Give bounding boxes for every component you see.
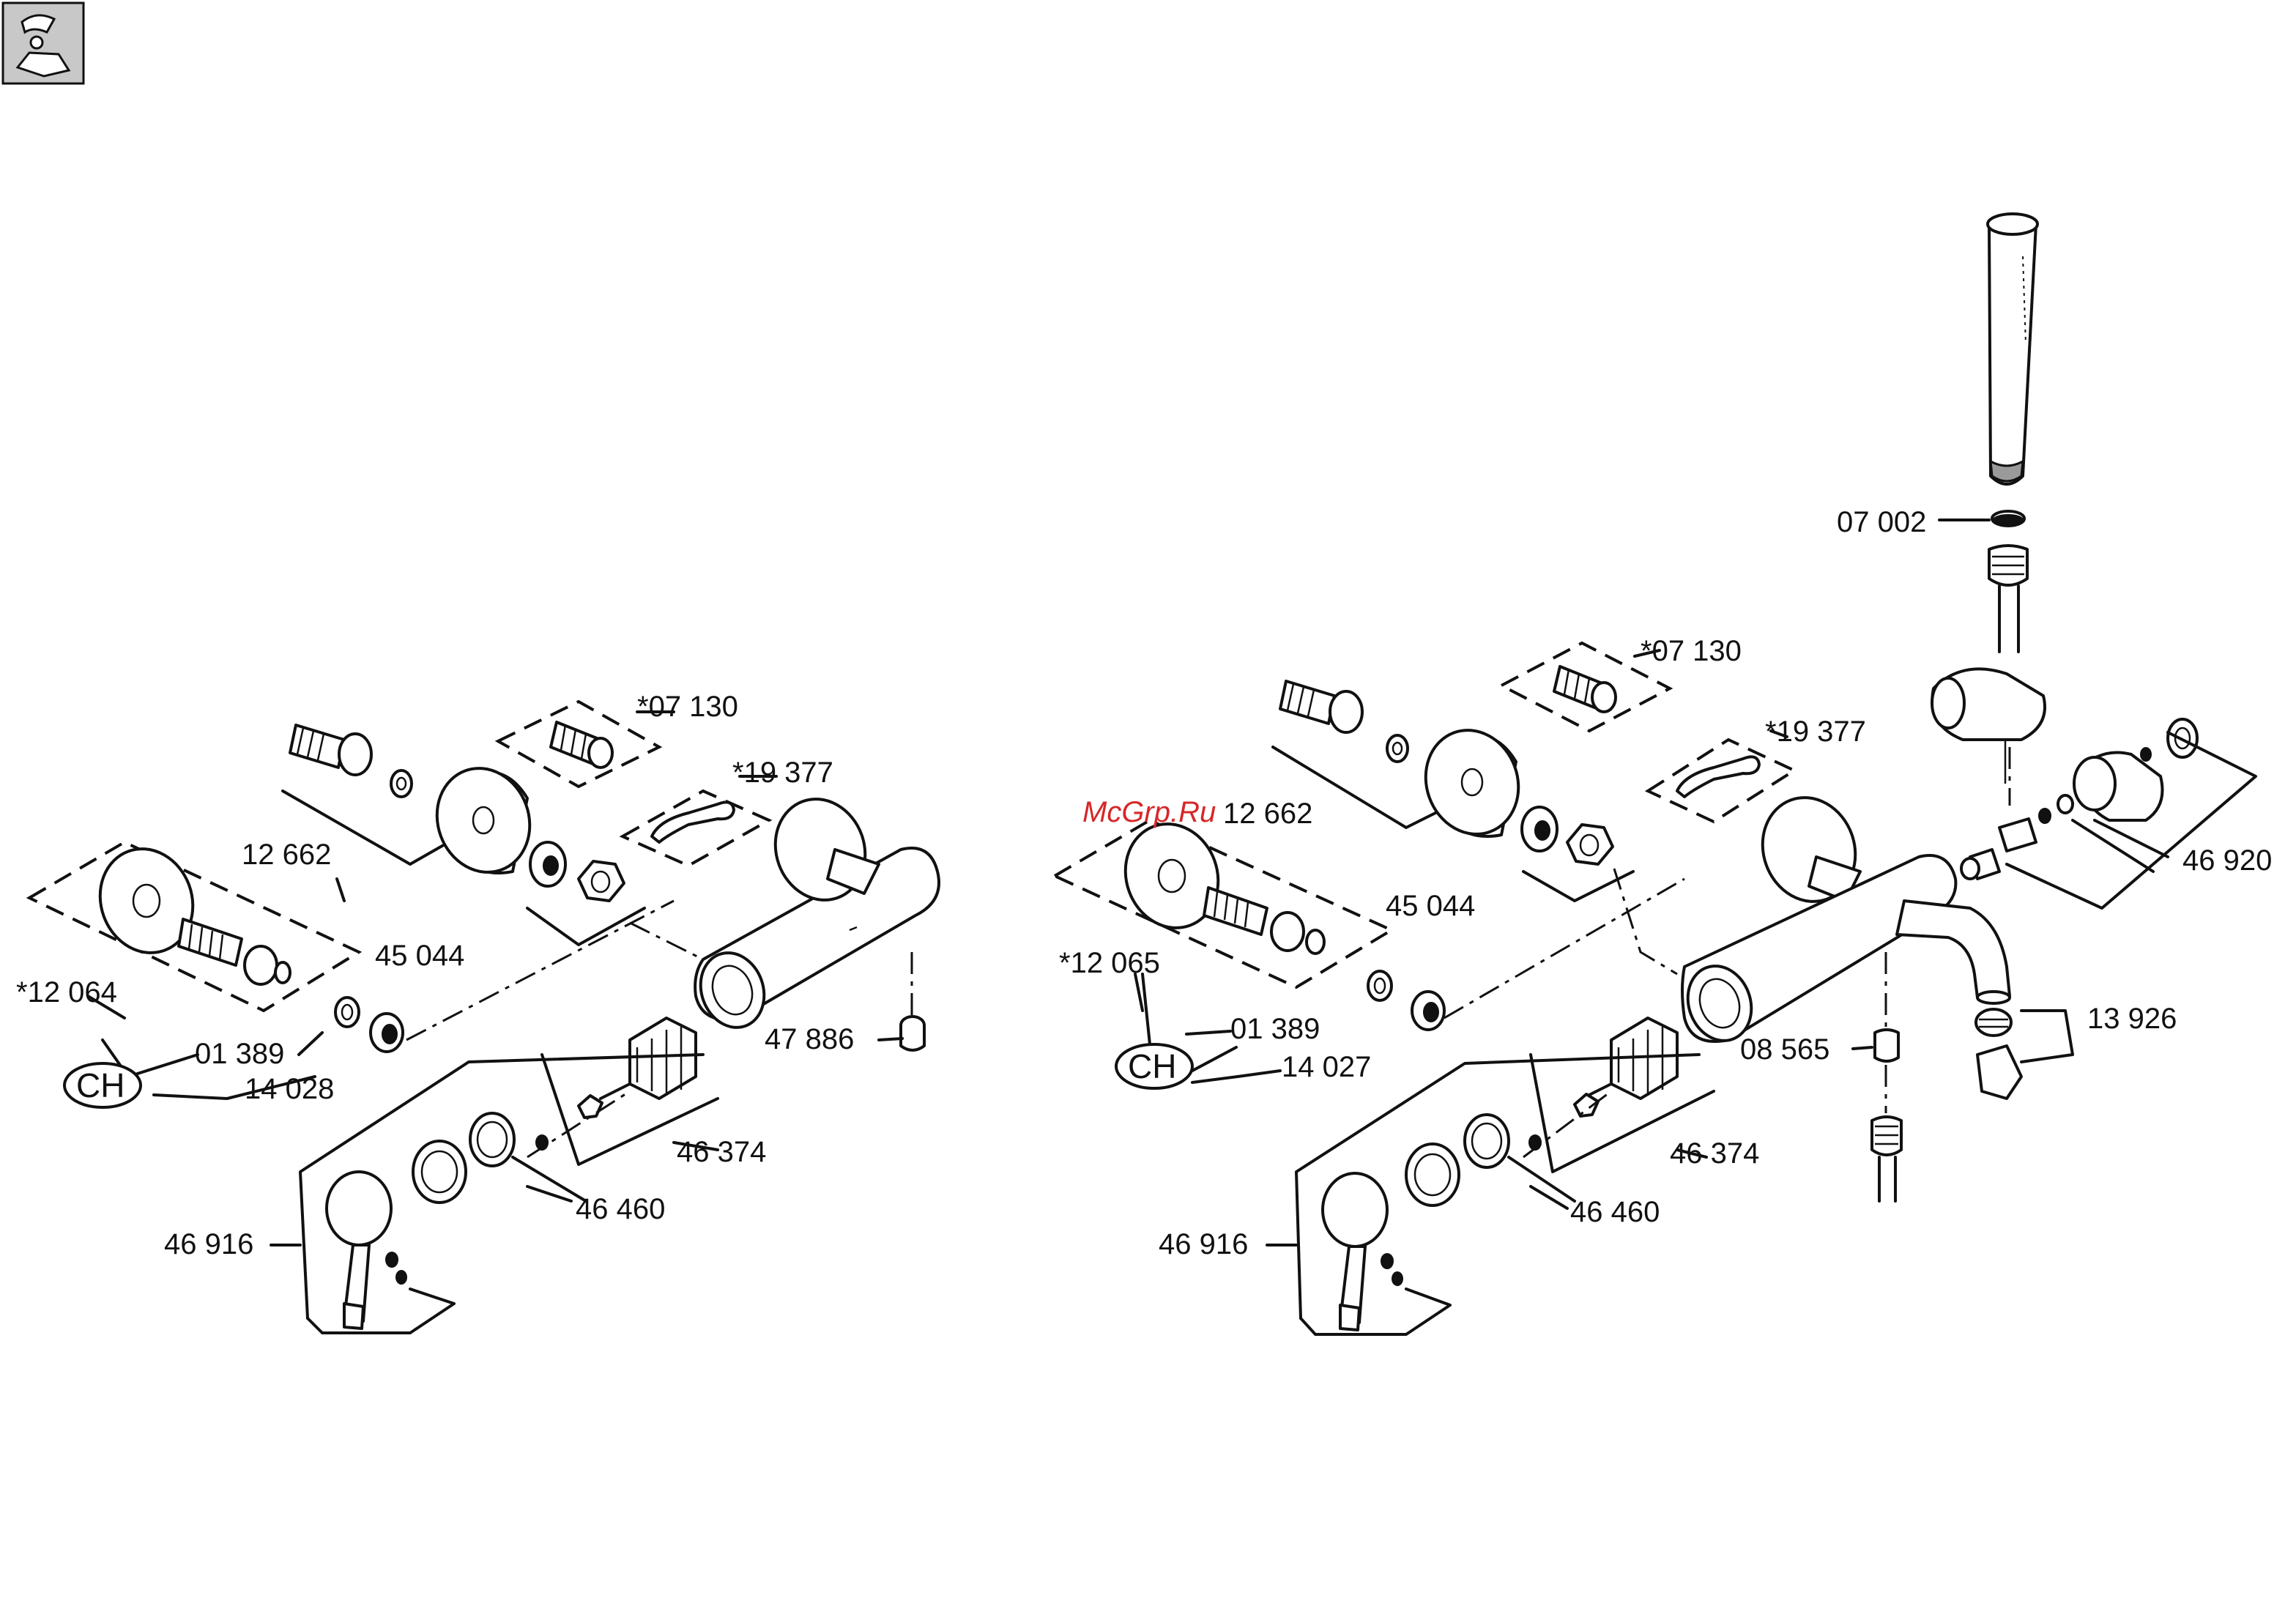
right-label-12662: 12 662 (1223, 798, 1312, 830)
right-label-12065: *12 065 (1059, 947, 1160, 979)
left-label-19377: *19 377 (732, 757, 833, 789)
right-label-46916: 46 916 (1159, 1228, 1248, 1260)
left-label-07130: *07 130 (637, 691, 738, 723)
left-label-45044: 45 044 (375, 940, 464, 972)
right-label-ch: CH (1128, 1047, 1176, 1085)
left-label-47886: 47 886 (765, 1023, 854, 1055)
right-label-46920: 46 920 (2182, 844, 2272, 877)
faucet-thumbnail-icon (3, 3, 83, 83)
right-label-46374: 46 374 (1670, 1137, 1759, 1170)
right-label-07002: 07 002 (1837, 506, 1926, 538)
right-label-07130: *07 130 (1641, 635, 1742, 667)
left-label-46374: 46 374 (677, 1136, 766, 1168)
right-label-46460: 46 460 (1570, 1196, 1660, 1228)
left-label-46460: 46 460 (576, 1193, 665, 1225)
right-label-19377: *19 377 (1765, 716, 1866, 748)
right-assembly (1055, 214, 2256, 1334)
right-label-45044: 45 044 (1386, 890, 1475, 922)
left-label-01389: 01 389 (195, 1038, 284, 1070)
left-label-ch: CH (76, 1066, 125, 1104)
right-label-13926: 13 926 (2087, 1003, 2177, 1035)
right-label-08565: 08 565 (1740, 1033, 1829, 1066)
left-label-12064: *12 064 (16, 976, 117, 1008)
left-label-46916: 46 916 (164, 1228, 253, 1260)
right-label-14027: 14 027 (1282, 1051, 1371, 1083)
left-label-12662: 12 662 (242, 839, 331, 871)
watermark-text: McGrp.Ru (1082, 796, 1216, 828)
right-label-01389: 01 389 (1230, 1013, 1320, 1045)
left-label-14028: 14 028 (245, 1073, 334, 1105)
